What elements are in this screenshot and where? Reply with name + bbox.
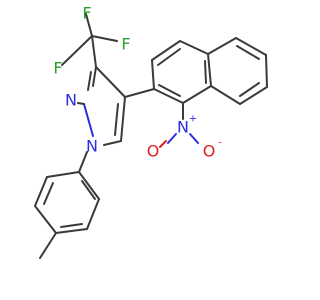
tolyl-bond-3 [46,171,80,178]
naph-bond-5 [182,85,212,104]
cf-bond-1 [61,35,93,66]
c5-n1-bond [103,140,122,146]
naph-double-5 [239,82,260,97]
naph-bond-3 [179,40,209,55]
naph-bond-7 [207,37,237,55]
naph-bond-6 [153,88,184,104]
aryl-n-bond [78,151,88,173]
nitro-plus-charge: + [189,114,197,125]
nitro-minus-charge: - [218,138,222,149]
fluorine-label-1: F [53,59,62,78]
c4-c5-double [114,103,119,136]
naph-bond-8 [235,37,267,56]
methyl-bond [39,232,57,259]
n1-n2-bond [83,103,94,137]
c4-c5-bond [120,96,126,142]
n2-c3-double [87,71,92,91]
naph-double-3 [158,84,181,97]
pyrazole-n1-label: N [86,137,98,156]
cf-bond-2 [85,13,93,37]
naph-double-1 [157,48,181,66]
tolyl-double-2 [81,180,96,200]
nitro-n-o-bond-2 [189,133,199,144]
tolyl-bond-6 [55,228,88,234]
naph-bond-2 [151,40,181,61]
tolyl-bond-1 [34,205,57,234]
c3-c4-bond [95,66,126,98]
naph-bond-1 [151,59,155,90]
nitro-nitrogen-label: N [177,118,189,137]
molecule-canvas: F F F N N N + O O - [34,4,268,259]
naph-bond-4 [207,53,212,87]
naph-bond-9 [265,54,268,88]
nitro-oxygen-right-label: O [203,142,216,161]
nitro-oxygen-left-label: O [147,142,160,161]
structure-drawing: F F F N N N + O O - [34,4,268,259]
tolyl-double-1 [43,182,54,205]
nitro-n-o-double [159,140,167,148]
nitro-n-o-bond-1 [167,133,177,144]
cf-bond-3 [91,35,118,42]
tolyl-double-3 [60,223,83,228]
tolyl-bond-5 [86,198,100,230]
n2-stub [77,102,85,105]
tolyl-bond-4 [78,171,100,200]
n2-c3-bond [92,66,97,87]
fluorine-label-3: F [121,35,130,54]
fluorine-label-2: F [82,4,91,23]
naph-bond-10 [239,86,268,105]
pyrazole-n2-label: N [65,91,77,110]
naph-double-2 [204,60,207,84]
tolyl-bond-2 [34,176,48,207]
naph-double-4 [236,45,260,60]
pyrazole-naphthyl-bond [124,88,155,98]
cf3-bond [91,35,97,68]
naph-bond-11 [210,85,241,105]
